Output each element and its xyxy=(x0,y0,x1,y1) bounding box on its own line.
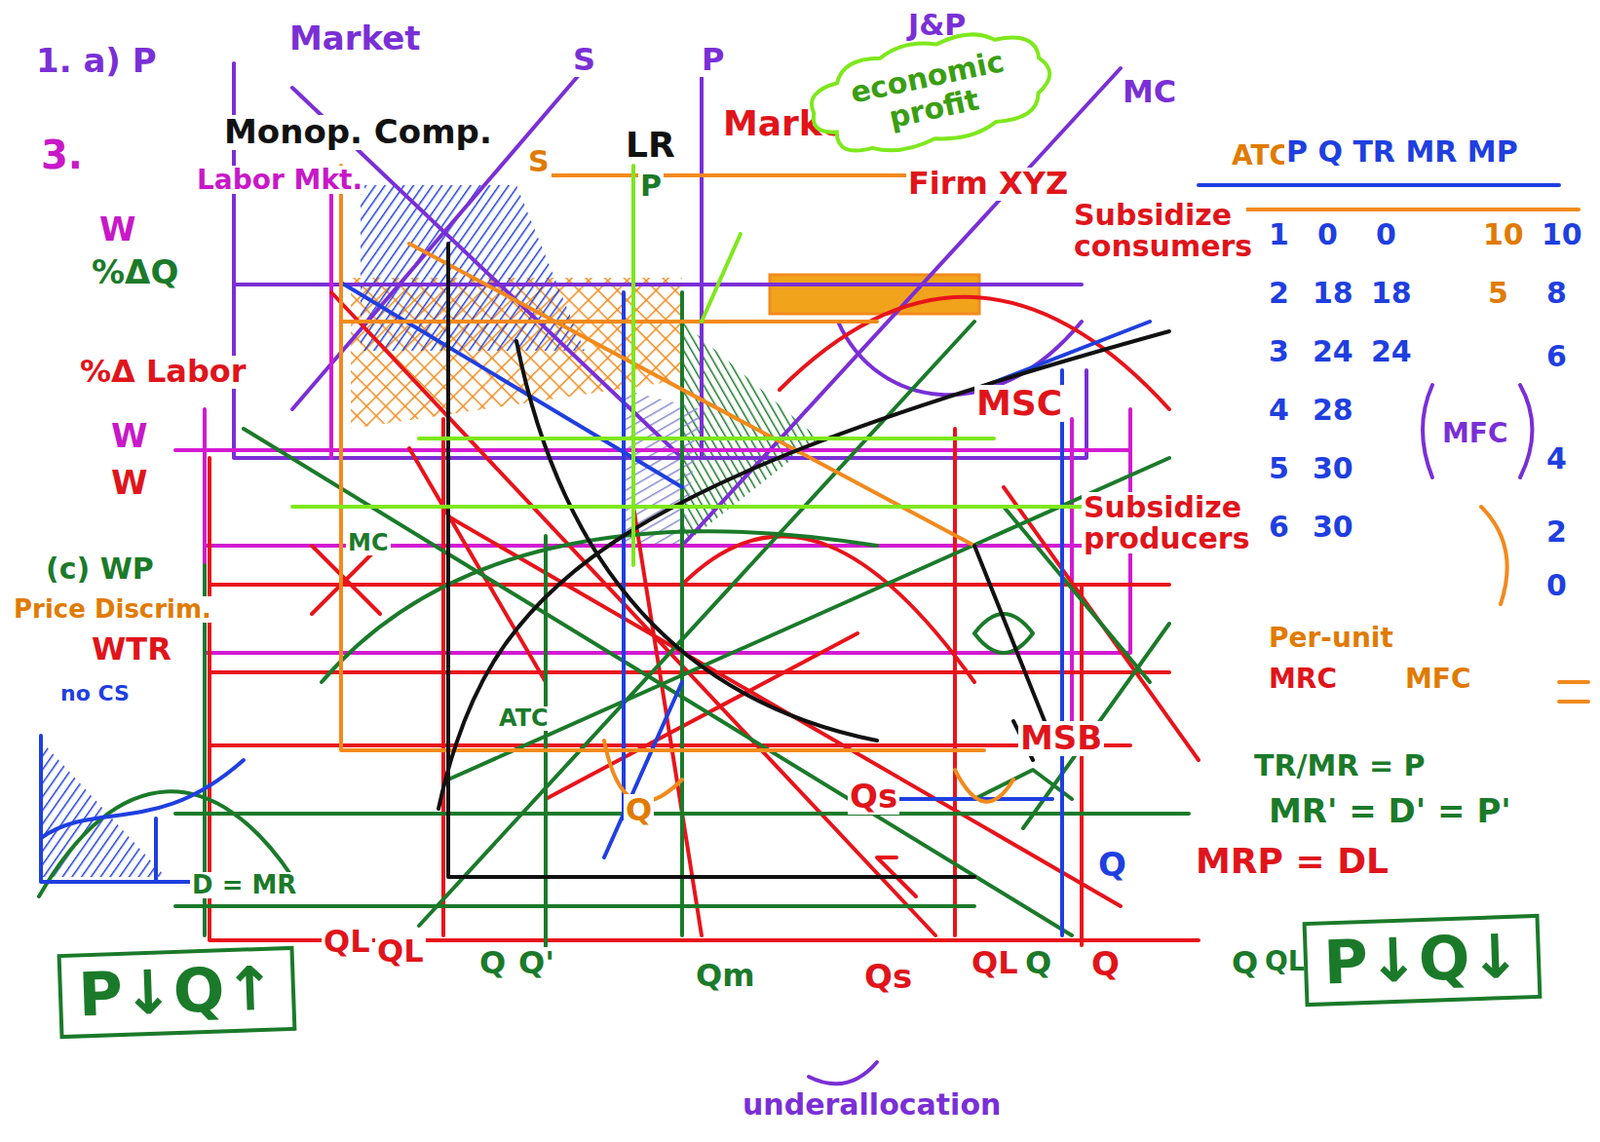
label: Q xyxy=(477,947,508,981)
label: MR' = D' = P' xyxy=(1266,794,1514,830)
label: MFC xyxy=(1403,664,1474,693)
label: S xyxy=(526,146,552,178)
label: Price Discrim. xyxy=(11,596,214,623)
label: no CS xyxy=(58,682,132,705)
label: 5 xyxy=(1485,277,1511,309)
label: %ΔQ xyxy=(89,255,181,291)
label: 0 xyxy=(1315,219,1340,251)
label: Per-unit xyxy=(1266,623,1396,652)
label: P xyxy=(699,43,726,77)
label: S xyxy=(571,43,598,77)
label: MC xyxy=(1120,76,1179,110)
label: Q xyxy=(1096,847,1129,883)
label: Labor Mkt. xyxy=(194,165,365,194)
label: 18 xyxy=(1369,277,1414,309)
label: (c) WP xyxy=(43,553,156,585)
label: Qm xyxy=(693,959,758,993)
label: Monop. Comp. xyxy=(222,114,495,151)
label: MRP = DL xyxy=(1193,842,1391,880)
label: 2 xyxy=(1544,516,1569,548)
label: 3. xyxy=(38,134,85,176)
label: 10 xyxy=(1481,219,1526,251)
label: 24 xyxy=(1310,336,1356,368)
label: 30 xyxy=(1310,453,1356,485)
label: Qs xyxy=(847,779,900,815)
label: W xyxy=(97,212,139,248)
label: W xyxy=(109,465,151,501)
profit-cloud: economic profit xyxy=(790,8,1072,177)
label: 3 xyxy=(1266,336,1292,368)
label: 0 xyxy=(1373,219,1399,251)
label: Firm XYZ xyxy=(906,167,1070,201)
label: MSC xyxy=(974,384,1065,422)
label: Market xyxy=(287,21,423,57)
result-box: P↓Q↓ xyxy=(1302,914,1543,1007)
label: 6 xyxy=(1266,511,1292,543)
label: LR xyxy=(623,126,678,164)
label: Qs xyxy=(862,959,915,995)
result-text: P↓Q↓ xyxy=(1322,923,1522,997)
label: 18 xyxy=(1310,277,1356,309)
label: 8 xyxy=(1544,277,1569,309)
label: D = MR xyxy=(190,872,299,899)
label: 4 xyxy=(1544,443,1569,475)
label: TR/MR = P xyxy=(1252,750,1428,782)
label: ATC xyxy=(1229,141,1292,170)
result-text: P↓Q↑ xyxy=(76,955,276,1029)
label: %Δ Labor xyxy=(77,355,249,389)
label: WTR xyxy=(89,633,174,667)
label: W xyxy=(109,419,151,455)
label: 10 xyxy=(1539,219,1585,251)
label: 2 xyxy=(1266,277,1292,309)
label: 30 xyxy=(1310,511,1356,543)
label: 24 xyxy=(1369,336,1414,368)
label: underallocation xyxy=(740,1089,1003,1121)
result-box: P↓Q↑ xyxy=(57,946,298,1039)
label: QL xyxy=(969,947,1021,981)
label: 6 xyxy=(1544,341,1569,373)
label: QL xyxy=(321,925,373,959)
label: P Q TR MR MP xyxy=(1284,136,1521,168)
label: 1 xyxy=(1266,219,1292,251)
label: Q xyxy=(623,794,654,828)
label: QL xyxy=(1262,947,1308,976)
label: MC xyxy=(345,531,391,556)
label: 0 xyxy=(1544,570,1569,602)
label: 28 xyxy=(1310,394,1356,426)
label: Q xyxy=(1089,947,1122,983)
label: MRC xyxy=(1266,664,1339,693)
label: Subsidize consumers xyxy=(1071,199,1247,262)
label: ATC xyxy=(496,706,551,731)
label: Subsidize producers xyxy=(1081,492,1257,554)
label: MSB xyxy=(1018,721,1105,757)
label: Q xyxy=(1229,947,1260,981)
label: QL xyxy=(375,935,426,969)
label: 1. a) P xyxy=(34,43,159,79)
label: 4 xyxy=(1266,394,1292,426)
label: MFC xyxy=(1440,419,1511,448)
label: P xyxy=(638,170,664,202)
label: Q xyxy=(1023,947,1054,981)
label: Q' xyxy=(516,947,557,981)
label: 5 xyxy=(1266,453,1292,485)
